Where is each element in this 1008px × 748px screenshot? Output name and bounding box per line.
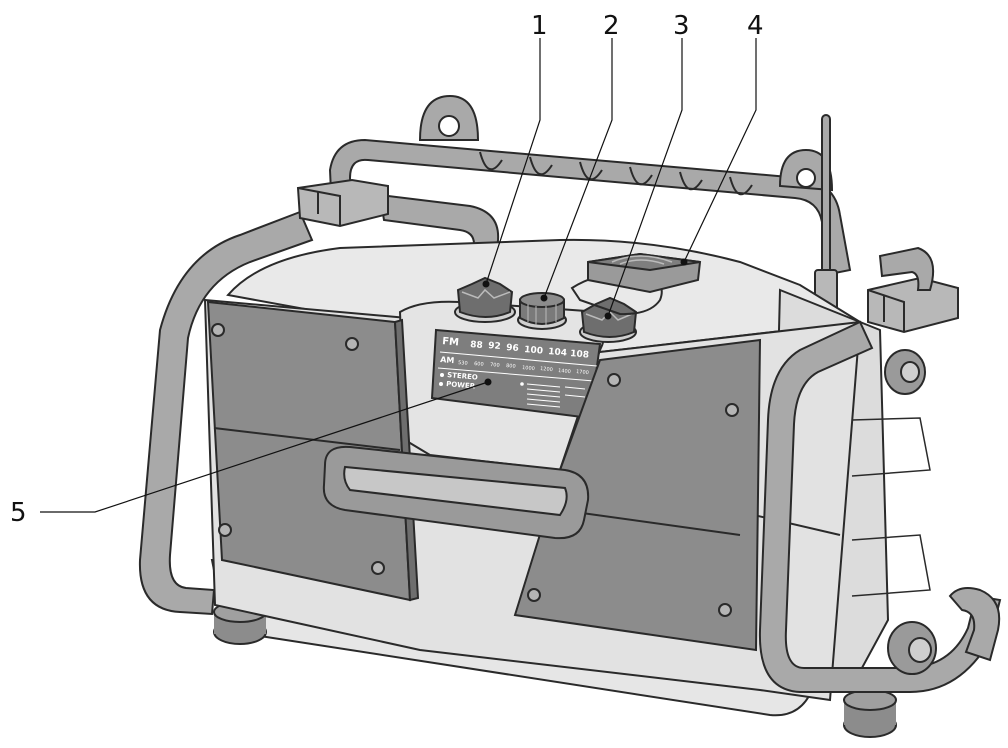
fm-tick-104: 104 xyxy=(548,347,568,359)
leader-line-3 xyxy=(607,38,683,317)
callout-dot-2 xyxy=(540,294,548,302)
callout-leaders xyxy=(40,38,757,513)
tuning-knob[interactable] xyxy=(517,292,567,330)
am-tick-1400: 1400 xyxy=(558,368,571,375)
callout-number-5: 5 xyxy=(10,498,27,528)
battery-compartment-lid[interactable] xyxy=(587,252,702,294)
callout-dots xyxy=(482,258,688,386)
center-panel xyxy=(398,300,606,472)
leader-line-2 xyxy=(543,38,613,299)
power-label: POWER xyxy=(446,380,476,391)
leader-line-1 xyxy=(485,38,541,285)
stereo-indicator-icon xyxy=(440,373,444,377)
callout-dot-3 xyxy=(604,312,612,320)
callout-number-2: 2 xyxy=(603,11,620,41)
am-tick-1700: 1700 xyxy=(576,369,589,376)
callout-number-4: 4 xyxy=(747,11,764,41)
dial-fine-print xyxy=(520,382,586,408)
side-knob-lower xyxy=(887,621,937,675)
stereo-label: STEREO xyxy=(447,371,478,382)
am-tick-1200: 1200 xyxy=(540,366,553,373)
dial-scale: FM 88 92 96 100 104 108 AM 530 600 700 8… xyxy=(439,336,590,408)
volume-knob[interactable] xyxy=(454,276,516,323)
fm-tick-92: 92 xyxy=(488,341,501,352)
am-tick-700: 700 xyxy=(490,362,500,369)
callout-number-1: 1 xyxy=(531,11,548,41)
am-tick-600: 600 xyxy=(474,361,484,368)
am-tick-800: 800 xyxy=(506,363,516,370)
front-handle xyxy=(322,445,590,540)
callout-dot-1 xyxy=(482,280,490,288)
callout-dot-4 xyxy=(680,258,688,266)
power-indicator-icon xyxy=(439,382,443,386)
callout-dot-5 xyxy=(484,378,492,386)
roll-cage-back xyxy=(138,94,852,616)
am-label: AM xyxy=(440,355,455,365)
am-tick-1000: 1000 xyxy=(522,365,535,372)
am-tick-530: 530 xyxy=(458,360,468,367)
fm-label: FM xyxy=(442,336,460,348)
side-knob-upper xyxy=(884,349,926,395)
roll-cage-front xyxy=(296,178,1002,693)
fm-tick-88: 88 xyxy=(470,340,483,351)
leader-line-4 xyxy=(683,38,757,263)
callout-number-3: 3 xyxy=(673,11,690,41)
leader-line-5 xyxy=(40,381,489,513)
side-panel xyxy=(851,417,931,597)
fm-tick-96: 96 xyxy=(506,343,519,354)
fm-tick-100: 100 xyxy=(524,345,544,357)
fm-tick-108: 108 xyxy=(570,349,590,361)
